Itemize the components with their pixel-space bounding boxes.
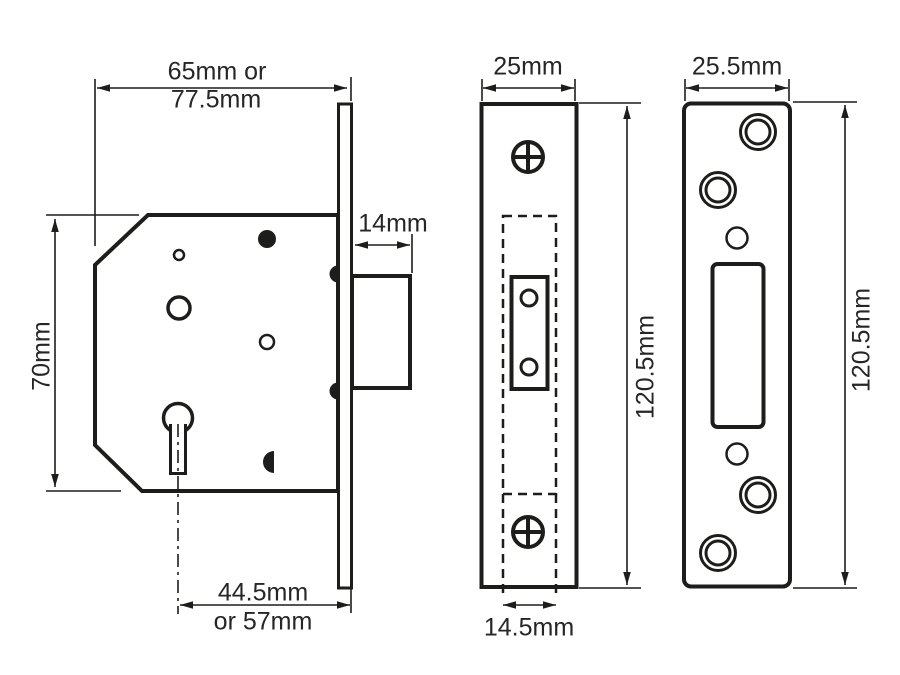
ring-hole <box>166 295 192 321</box>
bolt-throw-label: 14mm <box>358 209 428 238</box>
hole-inner <box>704 539 732 567</box>
screw-bottom <box>511 515 545 549</box>
backset-label-line2: or 57mm <box>213 607 313 636</box>
screw-hole-bottom <box>725 442 749 466</box>
arrowhead <box>397 241 410 249</box>
arrowhead <box>841 572 849 585</box>
faceplate-edge <box>337 102 353 590</box>
arrowhead <box>775 84 788 92</box>
bushed-hole <box>739 476 777 514</box>
screw-hole-top <box>725 226 749 250</box>
bolt-hole-top <box>519 288 539 308</box>
arrowhead <box>543 601 556 609</box>
fixing-dot-hole <box>258 230 276 248</box>
bushed-hole <box>739 113 777 151</box>
arrowhead <box>51 474 59 487</box>
arrowhead <box>180 601 193 609</box>
case-width-label-line2: 77.5mm <box>170 85 262 114</box>
strike-plate-dimensions <box>684 79 857 589</box>
bolt-hole-bottom <box>519 357 539 377</box>
strike-plate-view <box>682 101 792 589</box>
faceplate-height-label: 120.5mm <box>631 314 660 420</box>
arrowhead <box>623 106 631 119</box>
arrowhead <box>97 84 110 92</box>
arrowhead <box>334 84 347 92</box>
faceplate-view <box>479 102 579 598</box>
hole-inner <box>744 481 772 509</box>
keyhole-slot <box>169 424 187 475</box>
arrowhead <box>483 84 496 92</box>
case-width-label-line1: 65mm or <box>167 57 267 86</box>
arrowhead <box>337 601 350 609</box>
arrowhead <box>51 219 59 232</box>
case-height-label: 70mm <box>27 321 56 391</box>
deadbolt <box>350 274 412 390</box>
arrowhead <box>841 105 849 118</box>
lock-case-outline <box>93 213 340 493</box>
arrowhead <box>561 84 574 92</box>
backset-label-line1: 44.5mm <box>217 578 309 607</box>
strike-height-label: 120.5mm <box>847 287 876 393</box>
bolt-width-label: 14.5mm <box>483 613 575 642</box>
faceplate-width-label: 25mm <box>493 52 563 81</box>
strike-width-label: 25.5mm <box>691 52 783 81</box>
half-moon-hole <box>263 451 274 473</box>
bushed-hole <box>699 534 737 572</box>
arrowhead <box>623 572 631 585</box>
arrowhead <box>355 241 368 249</box>
lock-case-dimensions <box>46 77 413 613</box>
bolt-aperture <box>710 262 766 429</box>
small-pin-hole-top <box>172 248 186 262</box>
faceplate-dimensions <box>481 79 641 609</box>
small-pin-hole-mid <box>258 333 276 351</box>
hole-inner <box>744 118 772 146</box>
screw-top <box>511 140 545 174</box>
arrowhead <box>686 84 699 92</box>
bushed-hole <box>699 171 737 209</box>
arrowhead <box>503 601 516 609</box>
lock-case-view <box>93 102 412 614</box>
hole-inner <box>704 176 732 204</box>
